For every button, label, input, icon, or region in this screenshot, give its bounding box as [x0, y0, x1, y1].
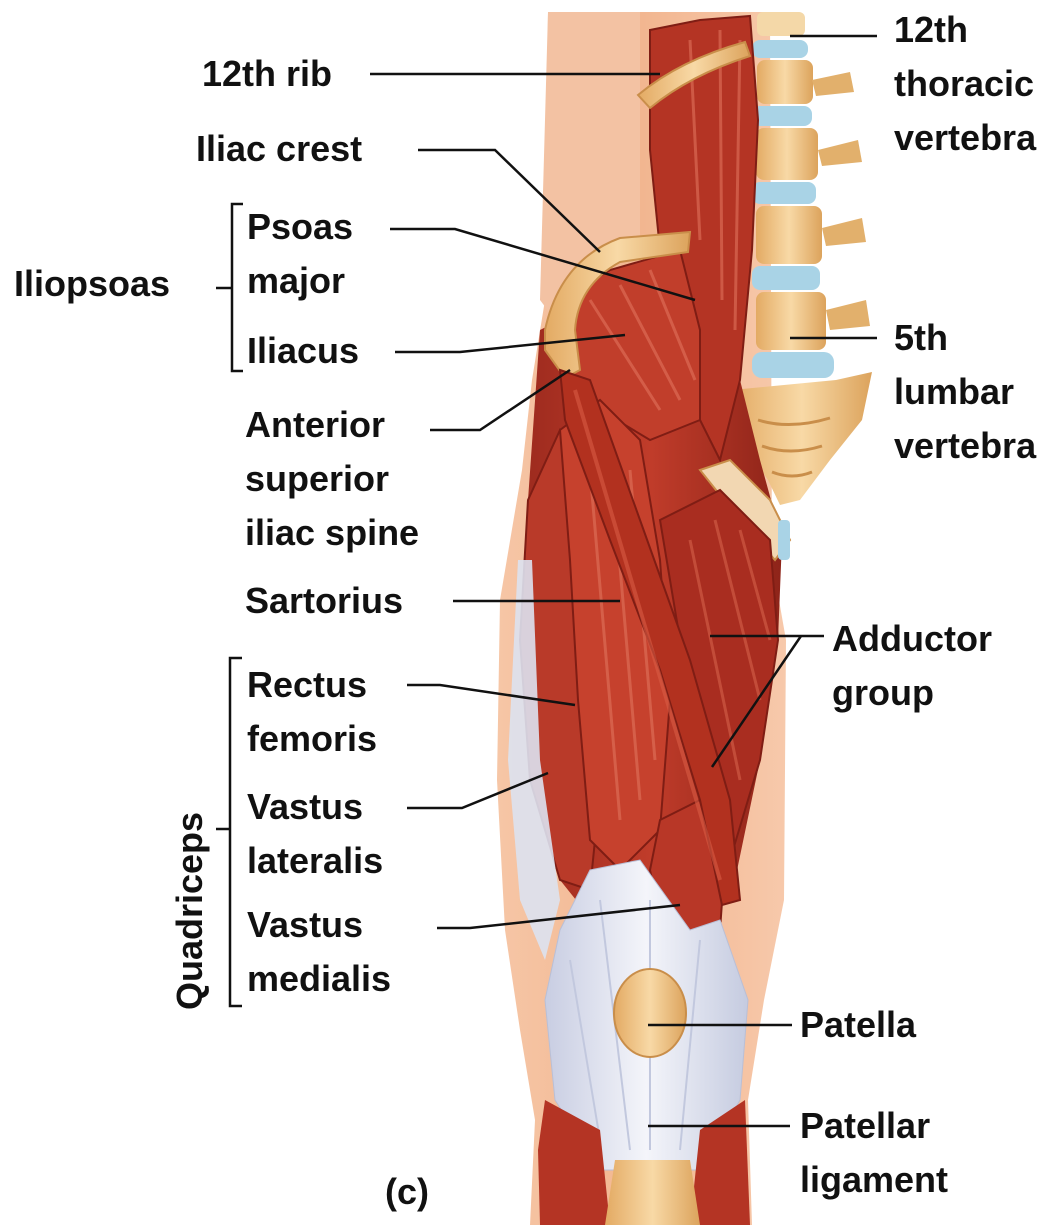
label-5th-lumbar-vertebra: 5th lumbar vertebra	[894, 311, 1036, 473]
label-quadriceps: Quadriceps	[170, 812, 210, 1010]
label-vastus-lateralis: Vastus lateralis	[247, 780, 383, 888]
tibial-tuberosity	[605, 1160, 700, 1225]
label-12th-rib: 12th rib	[202, 47, 332, 101]
label-panel-c: (c)	[385, 1165, 429, 1219]
patella-bone	[614, 969, 686, 1057]
label-iliopsoas: Iliopsoas	[14, 264, 170, 304]
label-anterior-superior-iliac-spine: Anterior superior iliac spine	[245, 398, 419, 560]
label-sartorius: Sartorius	[245, 574, 403, 628]
label-patella: Patella	[800, 998, 916, 1052]
label-patellar-ligament: Patellar ligament	[800, 1099, 948, 1207]
label-vastus-medialis: Vastus medialis	[247, 898, 391, 1006]
label-psoas-major: Psoas major	[247, 200, 353, 308]
label-iliac-crest: Iliac crest	[196, 122, 362, 176]
label-12th-thoracic-vertebra: 12th thoracic vertebra	[894, 3, 1036, 165]
label-rectus-femoris: Rectus femoris	[247, 658, 377, 766]
label-adductor-group: Adductor group	[832, 612, 992, 720]
label-iliacus: Iliacus	[247, 324, 359, 378]
